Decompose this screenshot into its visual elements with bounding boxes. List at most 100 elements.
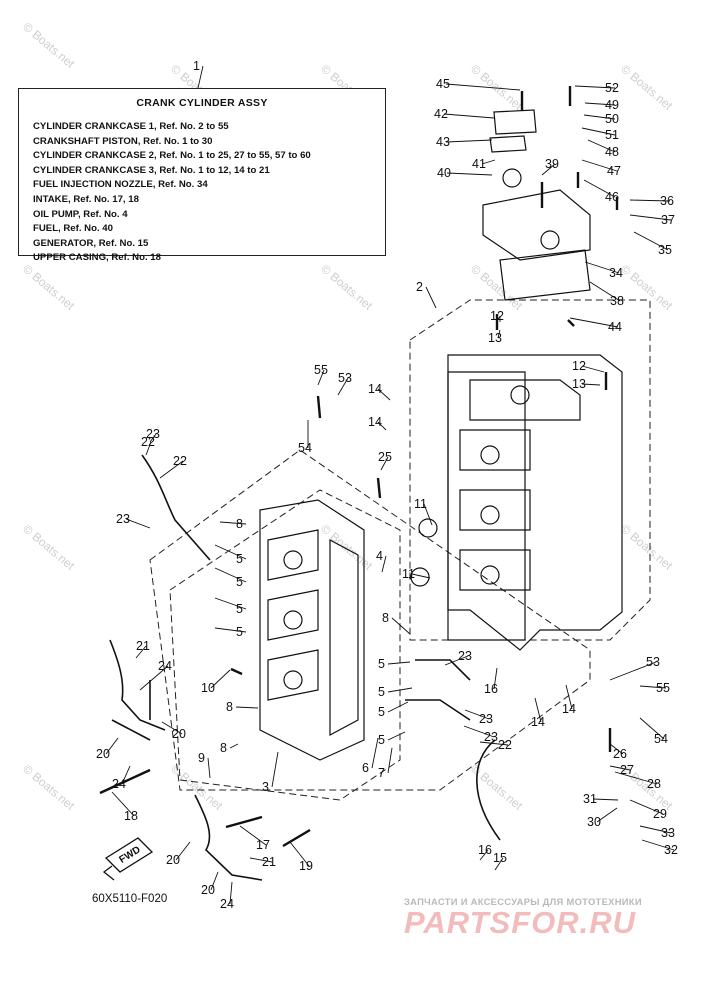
part-outline	[459, 549, 531, 591]
watermark-text: © Boats.net	[618, 262, 676, 314]
leader-line	[159, 460, 184, 479]
leader-line	[229, 881, 233, 905]
callout-label: 22	[173, 454, 187, 468]
part-outline	[267, 589, 319, 641]
watermark-text: © Boats.net	[20, 762, 78, 814]
leader-line	[493, 667, 498, 690]
leader-line	[105, 737, 119, 755]
callout-label: 23	[116, 512, 130, 526]
leader-line	[145, 441, 152, 456]
leader-line	[481, 159, 496, 165]
bore-circle	[480, 445, 500, 465]
watermark-text: © Boats.net	[168, 762, 226, 814]
callout-label: 38	[610, 294, 624, 308]
parts-layer	[99, 86, 623, 881]
callout-label: 5	[236, 602, 243, 616]
leader-line	[464, 709, 490, 720]
leader-line	[121, 765, 131, 785]
callout-label: 44	[608, 320, 622, 334]
callout-label: 20	[201, 883, 215, 897]
callout-label: 28	[647, 777, 661, 791]
assembly-legend-box: CRANK CYLINDER ASSY CYLINDER CRANKCASE 1…	[18, 88, 386, 263]
callout-label: 11	[414, 497, 427, 511]
callout-label: 18	[124, 809, 138, 823]
bolt	[316, 395, 322, 419]
bore-circle	[510, 385, 530, 405]
callout-label: 16	[484, 682, 498, 696]
leader-line	[639, 685, 667, 689]
callout-label: 5	[378, 657, 385, 671]
leader-line	[317, 369, 325, 386]
callout-label: 25	[378, 450, 392, 464]
leader-line	[444, 655, 469, 666]
callout-label: 13	[488, 331, 502, 345]
callout-label: 13	[572, 377, 586, 391]
callout-label: 14	[562, 702, 576, 716]
part-outline	[267, 649, 319, 701]
legend-line: CYLINDER CRANKCASE 2, Ref. No. 1 to 25, …	[33, 150, 311, 162]
leader-line	[609, 743, 624, 755]
leader-line	[381, 555, 387, 573]
leader-line	[609, 765, 631, 771]
legend-title: CRANK CYLINDER ASSY	[136, 97, 268, 109]
part-outline	[447, 354, 623, 651]
leader-line	[214, 597, 247, 610]
callout-label: 2	[416, 280, 423, 294]
callout-label: 5	[236, 625, 243, 639]
leader-line	[639, 717, 665, 740]
bolt	[99, 768, 151, 795]
leader-line	[569, 317, 619, 328]
drawing-code: 60X5110-F020	[92, 893, 168, 905]
callout-label: 30	[587, 815, 601, 829]
part-outline	[489, 135, 527, 153]
bolt	[282, 828, 311, 848]
leader-line	[463, 725, 495, 738]
leader-line	[583, 179, 616, 198]
callout-label: 41	[472, 157, 486, 171]
callout-label: 49	[605, 98, 619, 112]
watermark-text: © Boats.net	[468, 262, 526, 314]
leader-line	[445, 83, 521, 91]
callout-label: 53	[338, 371, 352, 385]
callout-label: 23	[146, 427, 160, 441]
leader-line	[581, 383, 601, 386]
part-outline	[267, 529, 319, 581]
callout-label: 6	[362, 761, 369, 775]
callout-label: 33	[661, 826, 675, 840]
leader-line	[249, 857, 273, 863]
leader-line	[377, 388, 391, 401]
bore-circle	[283, 670, 303, 690]
leader-line	[387, 701, 409, 713]
callout-label: 50	[605, 112, 619, 126]
callout-label: 45	[436, 77, 450, 91]
callout-label: 19	[299, 859, 313, 873]
callout-label: 43	[436, 135, 450, 149]
callout-label: 22	[498, 738, 512, 752]
callout-label: 3	[262, 780, 269, 794]
callout-label: 23	[458, 649, 472, 663]
part-outline	[469, 379, 581, 421]
callout-label: 26	[613, 747, 627, 761]
callout-label: 36	[660, 194, 674, 208]
leader-line	[219, 521, 247, 525]
leader-line	[614, 771, 658, 785]
leader-line	[541, 163, 556, 176]
legend-line: OIL PUMP, Ref. No. 4	[33, 208, 128, 220]
leader-line	[587, 139, 616, 153]
leader-line	[149, 433, 157, 443]
callout-label: 24	[112, 777, 126, 791]
leader-line	[584, 102, 616, 106]
callout-label: 32	[664, 843, 678, 857]
hose	[111, 719, 151, 741]
callout-label: 23	[484, 730, 498, 744]
leader-line	[589, 281, 621, 302]
legend-line: CYLINDER CRANKCASE 3, Ref. No. 1 to 12, …	[33, 164, 270, 176]
leader-line	[111, 791, 135, 817]
leader-line	[592, 798, 619, 801]
watermark-text: © Boats.net	[318, 262, 376, 314]
leader-line	[289, 841, 310, 867]
leader-line	[534, 697, 542, 723]
hose	[194, 794, 263, 881]
part-outline	[493, 109, 537, 135]
leader-line	[596, 807, 618, 823]
